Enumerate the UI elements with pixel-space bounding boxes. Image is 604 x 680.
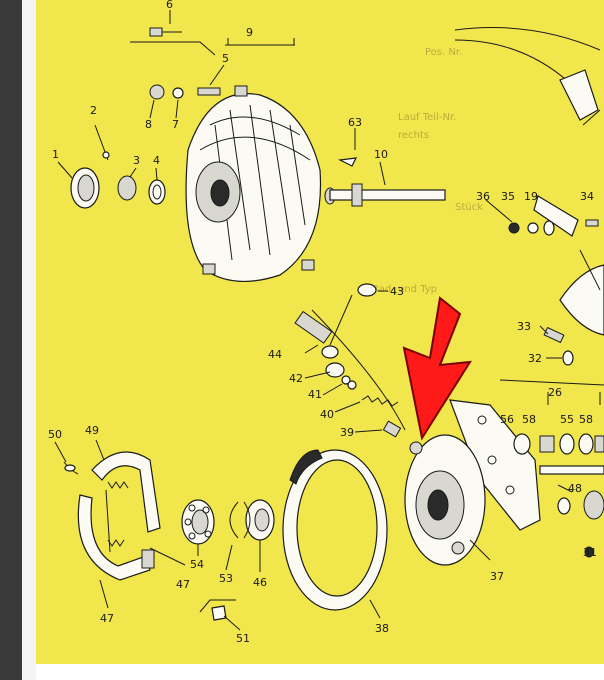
label-part-5: 5 <box>222 52 229 65</box>
label-part-63: 63 <box>348 116 362 129</box>
part-39-nipple <box>382 420 402 438</box>
label-part-40: 40 <box>320 408 334 421</box>
label-part-41: 41 <box>308 388 322 401</box>
part-9-brake-drum <box>185 85 322 283</box>
right-axle-parts <box>499 379 604 558</box>
label-part-46: 46 <box>253 576 267 589</box>
faint-text-2: Lauf Teil-Nr. <box>398 112 456 123</box>
faint-text-5: Rad- und Typ <box>372 284 437 295</box>
label-part-38: 38 <box>375 622 389 635</box>
part-40-spring <box>361 395 399 407</box>
part-33-screw <box>543 326 565 344</box>
part-44-fitting <box>294 310 339 359</box>
part-34-screw <box>585 219 599 227</box>
leader-lines <box>54 64 562 631</box>
label-part-49: 49 <box>85 424 99 437</box>
label-part-35: 35 <box>501 190 515 203</box>
part-41-ring <box>341 375 351 385</box>
label-part-47-upper: 47 <box>176 578 190 591</box>
part-43-washer <box>357 283 377 297</box>
label-part-33: 33 <box>517 320 531 333</box>
part-53-circlip <box>229 501 251 539</box>
label-part-19: 19 <box>524 190 538 203</box>
part-6-bolt <box>149 10 182 37</box>
part-5-stud <box>197 87 221 96</box>
label-part-31: 31 <box>583 546 597 559</box>
leader-9c <box>227 38 295 45</box>
label-part-32: 32 <box>528 352 542 365</box>
brake-shoes <box>77 451 161 581</box>
part-41-ring-b <box>347 380 357 390</box>
label-part-7: 7 <box>172 118 179 131</box>
label-part-50: 50 <box>48 428 62 441</box>
label-part-10: 10 <box>374 148 388 161</box>
label-part-6: 6 <box>166 0 173 11</box>
label-part-4: 4 <box>153 154 160 167</box>
label-part-1: 1 <box>52 148 59 161</box>
leader-51 <box>199 599 236 613</box>
part-19-spacer <box>543 220 555 236</box>
cable-line <box>311 309 406 431</box>
red-arrow-indicator <box>402 296 472 441</box>
part-51-clip <box>211 605 227 621</box>
part-labels: 1 2 3 4 5 6 7 8 9 10 19 26 31 32 33 34 3… <box>48 0 597 645</box>
part-35-washer <box>527 222 539 234</box>
label-part-54: 54 <box>190 558 204 571</box>
leader-43b <box>329 294 353 346</box>
taillight-housing <box>559 264 604 336</box>
label-part-9: 9 <box>246 26 253 39</box>
part-1-hubcap <box>70 167 100 209</box>
label-part-44: 44 <box>268 348 282 361</box>
label-part-2: 2 <box>90 104 97 117</box>
label-part-26: 26 <box>548 386 562 399</box>
part-63-key <box>337 157 358 167</box>
label-part-56: 56 <box>500 413 514 426</box>
part-42-seal <box>325 362 345 378</box>
label-part-51: 51 <box>236 632 250 645</box>
part-36-nut <box>508 222 520 234</box>
label-part-8: 8 <box>145 118 152 131</box>
part-32-washer <box>562 350 574 366</box>
label-part-36: 36 <box>476 190 490 203</box>
label-part-43: 43 <box>390 285 404 298</box>
part-4-hole <box>152 184 162 200</box>
label-part-58-b: 58 <box>579 413 593 426</box>
label-part-47-lower: 47 <box>100 612 114 625</box>
label-part-55: 55 <box>560 413 574 426</box>
part-38-seal-ring <box>282 449 388 611</box>
label-part-3: 3 <box>133 154 140 167</box>
label-part-42: 42 <box>289 372 303 385</box>
page-bottom-margin <box>36 664 604 680</box>
fender-outline <box>454 27 601 126</box>
faint-text-3: rechts <box>398 130 429 141</box>
part-8-nut <box>149 84 165 100</box>
part-37-brake-plate <box>404 399 541 566</box>
part-10-axle <box>324 161 446 207</box>
page-margin <box>22 0 36 680</box>
label-part-53: 53 <box>219 572 233 585</box>
label-part-39: 39 <box>340 426 354 439</box>
leader-47 <box>149 547 186 566</box>
part-2-head <box>102 151 110 159</box>
part-3-nut <box>117 175 137 201</box>
leader-9a <box>130 41 216 56</box>
part-54-bearing <box>181 499 215 545</box>
leader-lamp <box>579 249 601 291</box>
label-part-37: 37 <box>490 570 504 583</box>
part-46-bearing <box>245 499 275 541</box>
label-part-58-a: 58 <box>522 413 536 426</box>
faint-text-4: Stück <box>455 202 483 213</box>
label-part-34: 34 <box>580 190 594 203</box>
faint-text-1: Pos. Nr. <box>425 47 462 58</box>
part-50-eye <box>64 464 76 472</box>
part-19-bracket <box>533 195 579 237</box>
label-part-48: 48 <box>568 482 582 495</box>
part-7-washer <box>172 87 184 99</box>
part-4-washer <box>148 179 166 205</box>
viewer-left-edge <box>0 0 22 680</box>
